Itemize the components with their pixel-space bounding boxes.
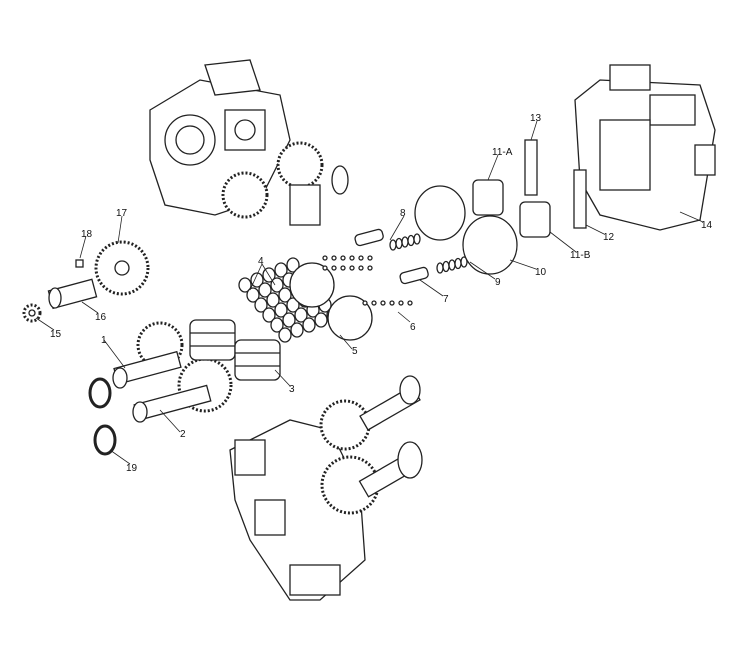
screw (407, 300, 413, 306)
callout-17: 17 (116, 208, 128, 219)
callout-18: 18 (81, 229, 93, 240)
o-ring (254, 297, 268, 313)
o-ring (314, 312, 328, 328)
rod-12 (573, 169, 587, 229)
screw (322, 255, 328, 261)
washer (401, 236, 409, 248)
o-ring (266, 292, 280, 308)
washers-9 (389, 233, 468, 274)
o-ring (286, 297, 300, 313)
bearing-15 (22, 303, 42, 323)
washer (442, 260, 450, 273)
callout-11a: 11-A (492, 147, 513, 158)
screw (349, 255, 355, 261)
washer (413, 233, 421, 245)
callout-9: 9 (495, 277, 501, 288)
screw (371, 300, 377, 306)
callout-6: 6 (410, 322, 416, 333)
screw (331, 265, 337, 271)
rear-housing (574, 64, 716, 231)
screw (358, 265, 364, 271)
screw (349, 265, 355, 271)
callout-14: 14 (701, 220, 713, 231)
washer (436, 262, 444, 274)
o-ring (246, 287, 260, 303)
o-ring (278, 287, 292, 303)
o-ring (238, 277, 252, 293)
callout-11b: 11-B (570, 250, 591, 261)
screws-6 (322, 255, 413, 306)
callout-10: 10 (535, 267, 547, 278)
pin-8 (354, 228, 384, 247)
callout-16: 16 (95, 312, 107, 323)
callout-12: 12 (603, 232, 615, 243)
washer (460, 256, 468, 268)
o-ring (286, 257, 300, 273)
o-ring (274, 302, 288, 318)
callout-15: 15 (50, 329, 62, 340)
plates-5 (289, 262, 373, 341)
callout-5: 5 (352, 346, 358, 357)
o-ring (250, 272, 264, 288)
o-ring (278, 327, 292, 343)
callout-19: 19 (126, 463, 138, 474)
valve-plate-11a (472, 179, 504, 216)
o-ring (262, 307, 276, 323)
key-18 (75, 259, 84, 268)
pin-7 (399, 266, 429, 285)
o-ring (258, 282, 272, 298)
screw (322, 265, 328, 271)
o-ring (294, 307, 308, 323)
shaft-2 (132, 357, 233, 423)
lower-housing (229, 375, 423, 601)
callout-3: 3 (289, 384, 295, 395)
screw (398, 300, 404, 306)
callout-13: 13 (530, 113, 542, 124)
screw (331, 255, 337, 261)
o-ring (270, 317, 284, 333)
o-ring (290, 322, 304, 338)
rod-13 (524, 139, 538, 196)
o-ring (270, 277, 284, 293)
o-ring (274, 262, 288, 278)
seal-rings (88, 377, 117, 456)
valve-plate-11b (519, 201, 551, 238)
callout-8: 8 (400, 208, 406, 219)
washer (448, 259, 456, 271)
callout-labels: 1 2 3 4 5 6 7 8 9 10 11-A 11-B 12 13 14 … (50, 113, 713, 474)
shaft-1 (112, 321, 184, 389)
callout-1: 1 (101, 335, 107, 346)
screw (340, 255, 346, 261)
callout-2: 2 (180, 429, 186, 440)
washer (407, 234, 415, 247)
upper-housing (149, 59, 349, 226)
cylinder-block (414, 185, 518, 275)
leader-lines (35, 120, 704, 465)
callout-4: 4 (258, 256, 264, 267)
screw (367, 255, 373, 261)
gear-17 (94, 240, 150, 296)
shaft-16 (47, 278, 98, 310)
screw (380, 300, 386, 306)
washer (395, 237, 403, 250)
screw (340, 265, 346, 271)
screw (367, 265, 373, 271)
screw (358, 255, 364, 261)
washer (454, 257, 462, 270)
callout-7: 7 (443, 294, 449, 305)
screw (362, 300, 368, 306)
screw (389, 300, 395, 306)
washer (389, 239, 397, 251)
pistons-3 (189, 319, 281, 381)
o-ring (302, 317, 316, 333)
o-ring (282, 312, 296, 328)
